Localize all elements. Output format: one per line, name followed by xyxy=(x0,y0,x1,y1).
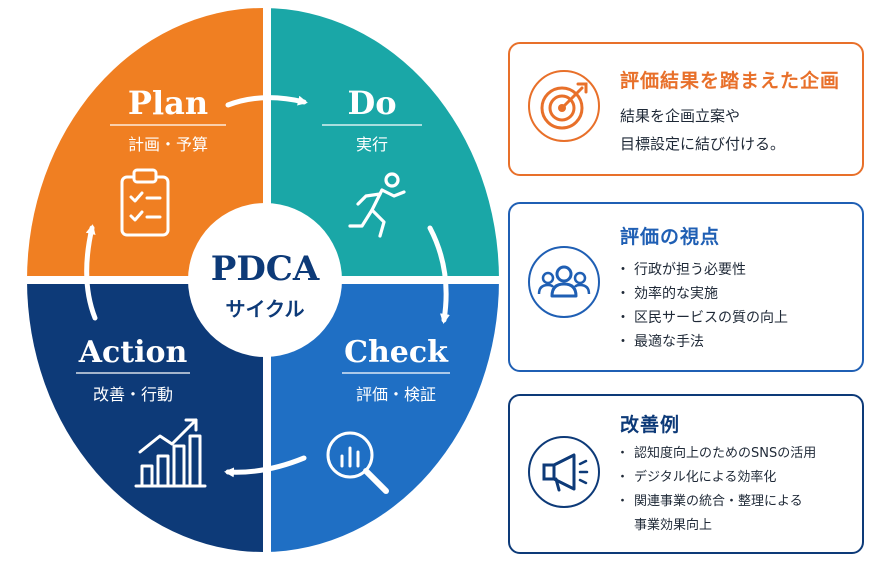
list-item: 行政が担う必要性 xyxy=(616,258,788,282)
target-icon xyxy=(528,70,600,142)
people-group-icon xyxy=(528,246,600,318)
do-subtitle: 実行 xyxy=(356,135,388,154)
arrow-do-to-check xyxy=(427,225,450,324)
list-item-continuation: 事業効果向上 xyxy=(634,518,713,533)
planning-card-title: 評価結果を踏まえた企画 xyxy=(620,70,841,92)
list-item: 最適な手法 xyxy=(616,330,788,354)
examples-list: 認知度向上のためのSNSの活用 デジタル化による効率化 関連事業の統合・整理によ… xyxy=(616,442,816,538)
perspective-list: 行政が担う必要性 効率的な実施 区民サービスの質の向上 最適な手法 xyxy=(616,258,788,354)
list-item: 認知度向上のためのSNSの活用 xyxy=(616,442,816,466)
clipboard-icon xyxy=(120,168,170,237)
perspective-card: 評価の視点 行政が担う必要性 効率的な実施 区民サービスの質の向上 最適な手法 xyxy=(508,202,864,372)
check-title: Check xyxy=(344,335,449,370)
examples-card-title: 改善例 xyxy=(620,414,681,436)
magnifier-chart-icon xyxy=(326,431,389,494)
action-title: Action xyxy=(78,335,188,370)
list-item: デジタル化による効率化 xyxy=(616,466,816,490)
center-circle xyxy=(188,203,342,357)
plan-subtitle: 計画・予算 xyxy=(128,135,208,154)
center-subtitle: サイクル xyxy=(226,297,305,321)
pdca-cycle-diagram: Plan 計画・予算 Do 実行 Action 改善・行動 Check 評価・検… xyxy=(27,8,499,552)
examples-card: 改善例 認知度向上のためのSNSの活用 デジタル化による効率化 関連事業の統合・… xyxy=(508,394,864,554)
arrow-action-to-plan xyxy=(84,224,98,321)
plan-title: Plan xyxy=(128,84,208,122)
list-item-text: 関連事業の統合・整理による xyxy=(634,494,803,509)
planning-card-body: 結果を企画立案や 目標設定に結び付ける。 xyxy=(620,102,785,158)
center-title: PDCA xyxy=(211,249,320,289)
arrow-plan-to-do xyxy=(225,95,308,108)
list-item: 区民サービスの質の向上 xyxy=(616,306,788,330)
planning-card: 評価結果を踏まえた企画 結果を企画立案や 目標設定に結び付ける。 xyxy=(508,42,864,176)
megaphone-icon xyxy=(528,436,600,508)
do-title: Do xyxy=(347,84,396,122)
planning-line-1: 結果を企画立案や xyxy=(620,107,741,125)
growth-chart-icon xyxy=(134,418,207,488)
perspective-card-title: 評価の視点 xyxy=(620,226,721,248)
list-item: 関連事業の統合・整理による 事業効果向上 xyxy=(616,490,816,538)
action-subtitle: 改善・行動 xyxy=(93,385,173,404)
check-subtitle: 評価・検証 xyxy=(356,385,436,404)
arrow-check-to-action xyxy=(224,455,307,478)
running-person-icon xyxy=(348,172,406,238)
list-item: 効率的な実施 xyxy=(616,282,788,306)
planning-line-2: 目標設定に結び付ける。 xyxy=(620,135,786,153)
